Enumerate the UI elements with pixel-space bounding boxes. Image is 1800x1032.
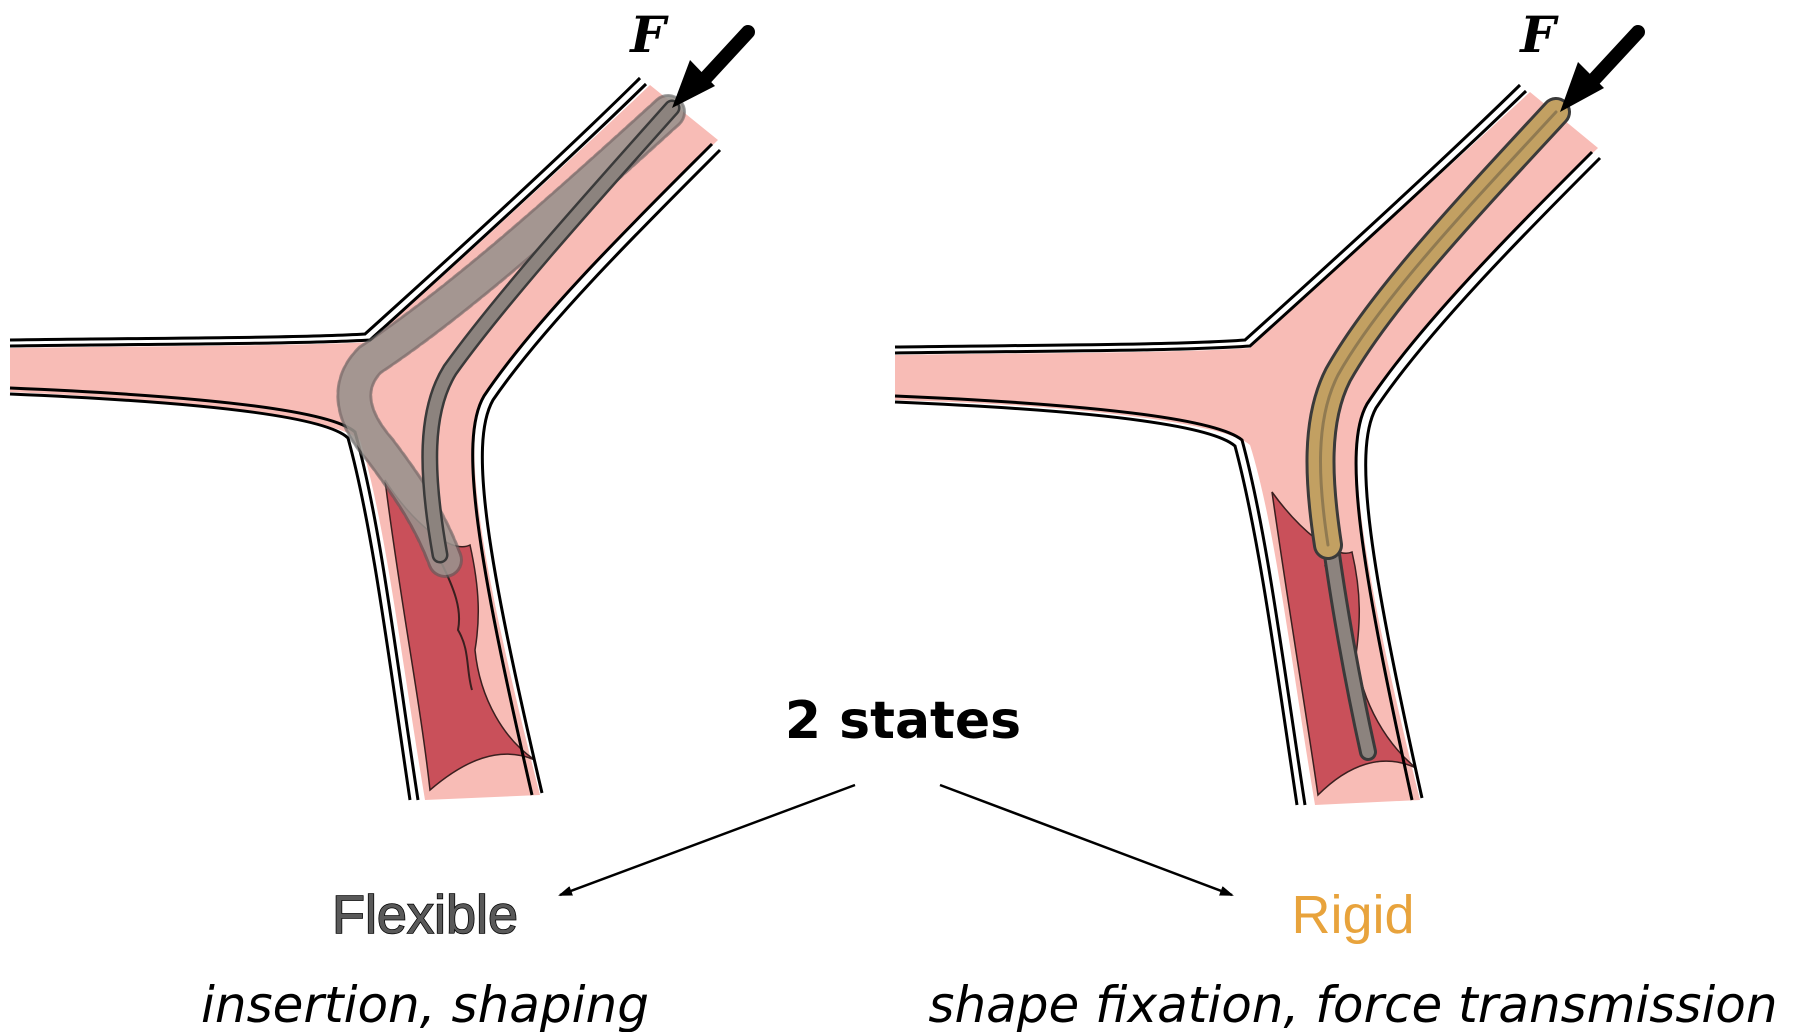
right-force-label: F [1518,5,1559,64]
right-panel: F [895,5,1638,805]
left-force-label: F [628,5,669,64]
rigid-state-label: Rigid [1291,885,1414,945]
left-force-arrow [672,32,748,108]
flexible-state-label: Flexible [332,885,518,945]
arrow-to-flexible [560,785,855,895]
flexible-description: insertion, shaping [201,976,649,1032]
rigid-description: shape fixation, force transmission [928,976,1777,1032]
arrow-to-rigid [940,785,1232,895]
left-panel: F [10,5,748,800]
left-vessel-bifurcation [10,78,720,800]
right-force-arrow [1560,32,1638,112]
states-title: 2 states [785,691,1021,751]
